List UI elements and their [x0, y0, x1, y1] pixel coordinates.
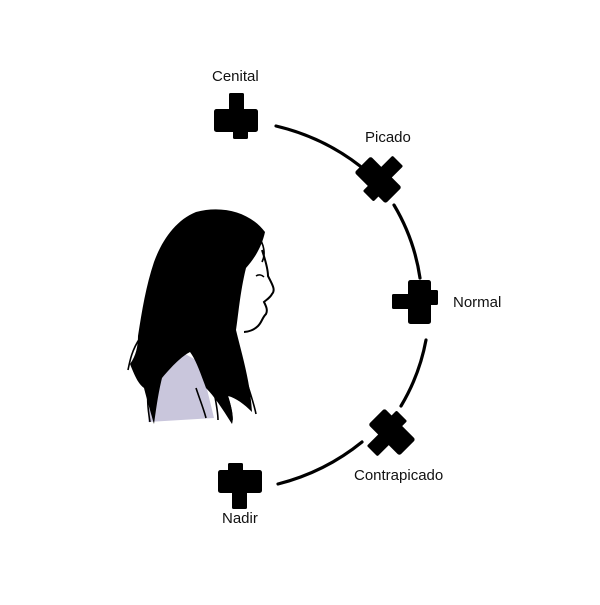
angle-label-contrapicado: Contrapicado — [354, 467, 444, 484]
eye — [255, 274, 265, 278]
arc-segment-cenital-picado — [274, 124, 362, 168]
arc-segment-picado-normal — [392, 203, 422, 280]
arc-segment-normal-contrapicado — [399, 338, 428, 408]
camera-cenital-icon — [214, 93, 258, 139]
collar — [195, 387, 233, 421]
woman-profile-illustration — [127, 209, 275, 424]
orbit-arc — [274, 124, 428, 486]
face-profile — [243, 249, 275, 333]
camera-nadir-icon — [218, 463, 262, 509]
angle-label-picado: Picado — [365, 129, 411, 146]
camera-contrapicado-icon — [356, 403, 421, 468]
arc-segment-contrapicado-nadir — [276, 440, 364, 486]
angle-label-cenital: Cenital — [212, 68, 259, 85]
angle-label-normal: Normal — [453, 294, 502, 311]
camera-normal-icon — [392, 280, 438, 324]
hair — [130, 209, 265, 424]
camera-picado-icon — [349, 144, 414, 209]
angle-label-nadir: Nadir — [222, 510, 258, 527]
hair-strands — [127, 235, 265, 423]
